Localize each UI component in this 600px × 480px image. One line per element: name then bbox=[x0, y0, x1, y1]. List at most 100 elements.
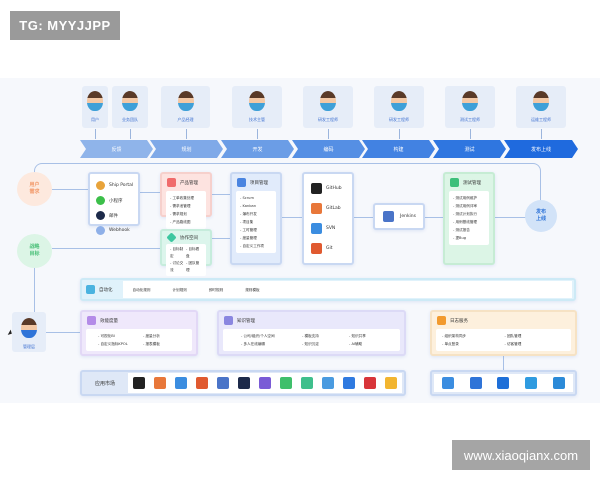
list-item: - 自定义工作项 bbox=[240, 244, 265, 248]
product-icon bbox=[167, 178, 176, 187]
release-node: 发布 上线 bbox=[525, 200, 557, 232]
app-market-bar: 应用市场 bbox=[80, 370, 406, 396]
list-item: - 测试计划执行 bbox=[453, 212, 478, 216]
list-item: - 多人在线编辑 bbox=[241, 342, 266, 346]
cloud-icon bbox=[322, 377, 335, 389]
role-label: 研发工程师 bbox=[389, 117, 409, 122]
repo-item: GitLab bbox=[311, 203, 352, 214]
tools-icon bbox=[437, 316, 446, 325]
role-card: 研发工程师 bbox=[374, 86, 424, 128]
repo-label: GitLab bbox=[326, 206, 341, 211]
role-card: 用户 bbox=[82, 86, 108, 128]
connector bbox=[52, 248, 160, 249]
list-item: - 报表模板 bbox=[143, 342, 160, 346]
book-icon bbox=[224, 316, 233, 325]
jenkins-label: Jenkins bbox=[400, 214, 417, 219]
channel-item: 小程序 bbox=[96, 196, 138, 205]
connector bbox=[354, 217, 373, 218]
list-item: - 模板支持 bbox=[302, 334, 319, 338]
dingtalk-icon bbox=[497, 377, 510, 389]
channel-item: Webhook bbox=[96, 226, 138, 235]
list-item: - 团队管理 bbox=[186, 261, 200, 272]
repo-item: Git bbox=[311, 243, 352, 254]
list-item: - 可视化BI bbox=[98, 334, 115, 338]
wecom-icon bbox=[441, 377, 454, 389]
card-title: 日志服务 bbox=[450, 318, 468, 324]
list-item: - 需求池管理 bbox=[170, 204, 191, 208]
connector bbox=[95, 129, 96, 139]
automation-bar: 自动化 自动化规则计划规则即时规则规则模板 bbox=[80, 278, 576, 301]
connector bbox=[185, 129, 187, 139]
jenkins-icon bbox=[383, 211, 394, 222]
connector bbox=[470, 129, 471, 139]
windows-icon bbox=[525, 377, 538, 389]
list-item: - 瀑布开发 bbox=[240, 212, 257, 216]
project-management-card: 项目管理 - Scrum- Kanban- 瀑布开发- 项目集- 工时管理- 度… bbox=[230, 172, 282, 265]
connector bbox=[282, 217, 302, 218]
gitlab-icon bbox=[153, 377, 166, 389]
list-item: - 目标制定 bbox=[170, 247, 184, 258]
app-yellow-icon bbox=[385, 377, 398, 389]
manager-card: 管理层 bbox=[12, 312, 46, 352]
channel-item: Ship Portal bbox=[96, 181, 138, 190]
role-label: 运维工程师 bbox=[531, 117, 551, 122]
git-icon bbox=[195, 377, 208, 389]
list-item: - Scrum bbox=[240, 196, 254, 200]
connector bbox=[257, 129, 258, 139]
channel-item: 邮件 bbox=[96, 211, 138, 220]
role-card: 技术主管 bbox=[232, 86, 282, 128]
list-item: - 团队管理 bbox=[504, 334, 522, 338]
card-title: 项目管理 bbox=[250, 180, 268, 186]
list-item: - 自定义指标KPOL bbox=[98, 342, 128, 346]
watermark: www.xiaoqianx.com bbox=[452, 440, 590, 470]
role-card: 产品经理 bbox=[161, 86, 210, 128]
list-item: - 工单收集处理 bbox=[170, 196, 195, 200]
jenkins-card: Jenkins bbox=[373, 203, 425, 230]
stage-0: 反馈 bbox=[80, 140, 153, 158]
channel-icon bbox=[96, 196, 105, 205]
integrations-bar bbox=[430, 370, 577, 396]
card-title: 效能度量 bbox=[100, 318, 118, 324]
connector bbox=[328, 129, 329, 139]
avatar-icon bbox=[122, 91, 138, 111]
folder-icon bbox=[237, 178, 246, 187]
list-item: - Kanban bbox=[240, 204, 256, 208]
connector bbox=[45, 332, 80, 333]
avatar-icon bbox=[320, 91, 336, 111]
jira-icon bbox=[343, 377, 356, 389]
list-item: - 知识沉淀 bbox=[302, 342, 319, 346]
stage-1: 规划 bbox=[150, 140, 223, 158]
stage-6: 发布上线 bbox=[504, 140, 578, 158]
feishu-icon bbox=[469, 377, 482, 389]
manager-avatar bbox=[21, 318, 37, 338]
product-management-card: 产品管理 - 工单收集处理- 需求池管理- 需求规划- 产品路线图 bbox=[160, 172, 212, 229]
connector bbox=[212, 238, 230, 239]
connector bbox=[503, 355, 504, 370]
test-management-card: 测试管理 - 测试用例维护- 测试用例评审- 测试计划执行- 用例基线管理- 测… bbox=[443, 172, 495, 265]
connector bbox=[34, 268, 35, 312]
card-title: 产品管理 bbox=[180, 180, 198, 186]
app-purple-icon bbox=[258, 377, 271, 389]
vscode-icon bbox=[237, 377, 250, 389]
stage-4: 构建 bbox=[362, 140, 435, 158]
avatar-icon bbox=[249, 91, 265, 111]
list-item: - 测试用例评审 bbox=[453, 204, 478, 208]
jenkins-icon bbox=[216, 377, 229, 389]
list-item: - AI辅助 bbox=[349, 342, 363, 346]
channels-card: Ship Portal 小程序邮件 Webhook bbox=[88, 172, 140, 235]
list-item: - 测试报告 bbox=[453, 228, 470, 232]
avatar-icon bbox=[87, 91, 103, 111]
repo-icon bbox=[311, 243, 322, 254]
connector bbox=[52, 189, 88, 190]
role-card: 运维工程师 bbox=[516, 86, 566, 128]
channel-icon bbox=[96, 211, 105, 220]
list-item: - 度量管理 bbox=[240, 236, 257, 240]
avatar-icon bbox=[533, 91, 549, 111]
connector bbox=[140, 192, 160, 193]
role-label: 技术主管 bbox=[249, 117, 265, 122]
list-item: - 度量分析 bbox=[143, 334, 160, 338]
list-item: - 项目集 bbox=[240, 220, 254, 224]
list-item: - 目标看盘 bbox=[186, 247, 200, 258]
metrics-icon bbox=[87, 316, 96, 325]
connector bbox=[399, 129, 400, 139]
